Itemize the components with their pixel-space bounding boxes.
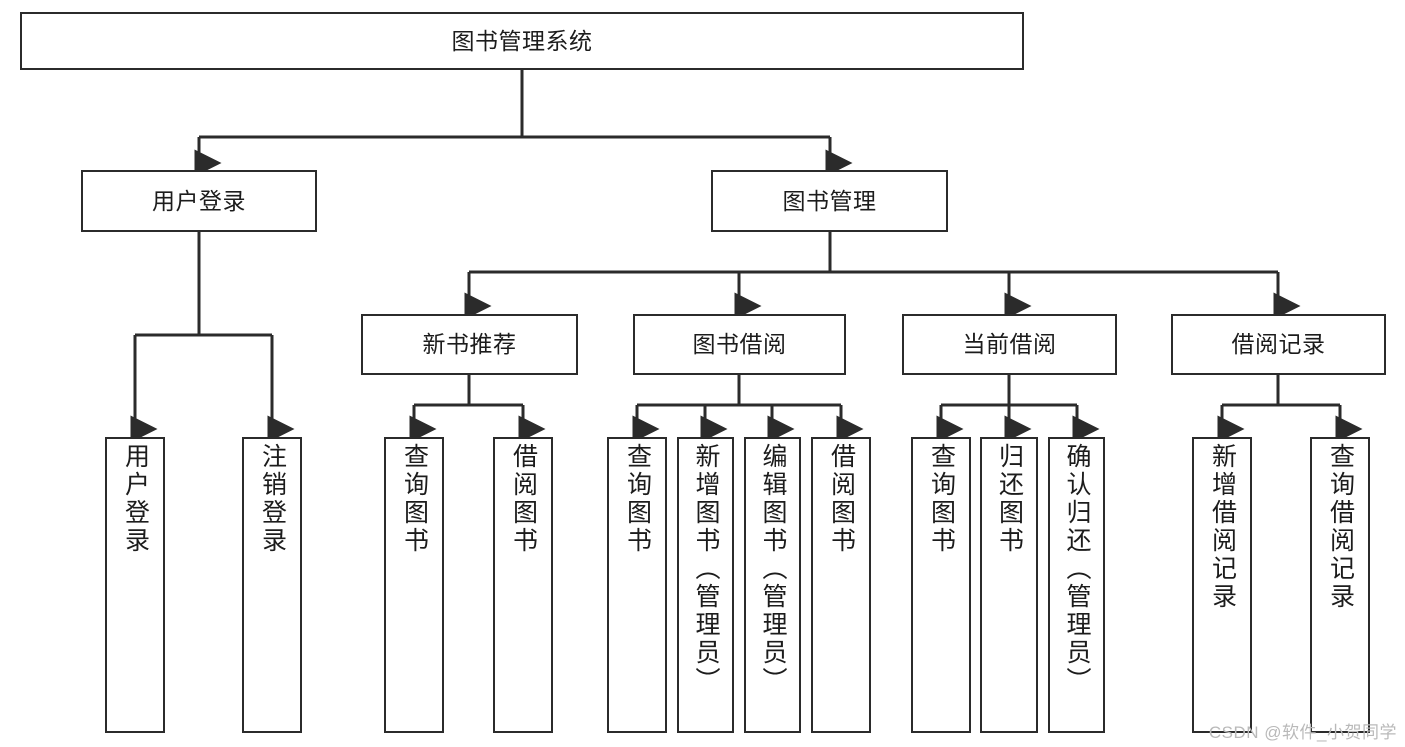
node-book-management-label: 图书管理 <box>782 187 877 214</box>
node-leaf-query-book-2-label: 查询图书 <box>623 443 652 555</box>
node-leaf-query-book-3-label: 查询图书 <box>927 443 956 555</box>
node-leaf-confirm-return-admin[interactable]: 确认归还（管理员） <box>1048 437 1105 733</box>
node-leaf-query-borrow-record-label: 查询借阅记录 <box>1326 443 1355 611</box>
node-leaf-edit-book-admin-label: 编辑图书（管理员） <box>759 443 787 695</box>
node-leaf-return-book-label: 归还图书 <box>995 443 1024 555</box>
node-leaf-query-book-1-label: 查询图书 <box>400 443 429 555</box>
node-root[interactable]: 图书管理系统 <box>20 12 1024 70</box>
node-current-borrow-label: 当前借阅 <box>962 331 1057 358</box>
node-root-label: 图书管理系统 <box>451 27 593 54</box>
node-leaf-add-book-admin[interactable]: 新增图书（管理员） <box>677 437 734 733</box>
node-leaf-logout[interactable]: 注销登录 <box>242 437 302 733</box>
node-leaf-borrow-book-1[interactable]: 借阅图书 <box>493 437 553 733</box>
node-leaf-query-book-2[interactable]: 查询图书 <box>607 437 667 733</box>
node-leaf-user-login-label: 用户登录 <box>121 443 150 555</box>
node-user-login-label: 用户登录 <box>152 187 246 214</box>
node-leaf-add-borrow-record-label: 新增借阅记录 <box>1208 443 1237 611</box>
csdn-watermark: CSDN @软件_小贺同学 <box>1208 723 1397 742</box>
node-leaf-borrow-book-2[interactable]: 借阅图书 <box>811 437 871 733</box>
node-book-management[interactable]: 图书管理 <box>711 170 948 232</box>
node-borrow-records-label: 借阅记录 <box>1231 331 1326 358</box>
node-leaf-borrow-book-2-label: 借阅图书 <box>827 443 856 555</box>
node-leaf-query-borrow-record[interactable]: 查询借阅记录 <box>1310 437 1370 733</box>
node-user-login[interactable]: 用户登录 <box>81 170 317 232</box>
node-leaf-logout-label: 注销登录 <box>258 443 287 555</box>
node-book-borrow[interactable]: 图书借阅 <box>633 314 846 375</box>
node-leaf-edit-book-admin[interactable]: 编辑图书（管理员） <box>744 437 801 733</box>
node-borrow-records[interactable]: 借阅记录 <box>1171 314 1386 375</box>
node-leaf-query-book-1[interactable]: 查询图书 <box>384 437 444 733</box>
node-leaf-confirm-return-admin-label: 确认归还（管理员） <box>1063 443 1091 695</box>
node-leaf-return-book[interactable]: 归还图书 <box>980 437 1038 733</box>
node-book-borrow-label: 图书借阅 <box>692 331 787 358</box>
node-leaf-add-borrow-record[interactable]: 新增借阅记录 <box>1192 437 1252 733</box>
node-leaf-query-book-3[interactable]: 查询图书 <box>911 437 971 733</box>
node-current-borrow[interactable]: 当前借阅 <box>902 314 1117 375</box>
node-leaf-borrow-book-1-label: 借阅图书 <box>509 443 538 555</box>
node-leaf-add-book-admin-label: 新增图书（管理员） <box>692 443 720 695</box>
node-new-book-recommend[interactable]: 新书推荐 <box>361 314 578 375</box>
node-leaf-user-login[interactable]: 用户登录 <box>105 437 165 733</box>
node-new-book-recommend-label: 新书推荐 <box>422 331 517 358</box>
